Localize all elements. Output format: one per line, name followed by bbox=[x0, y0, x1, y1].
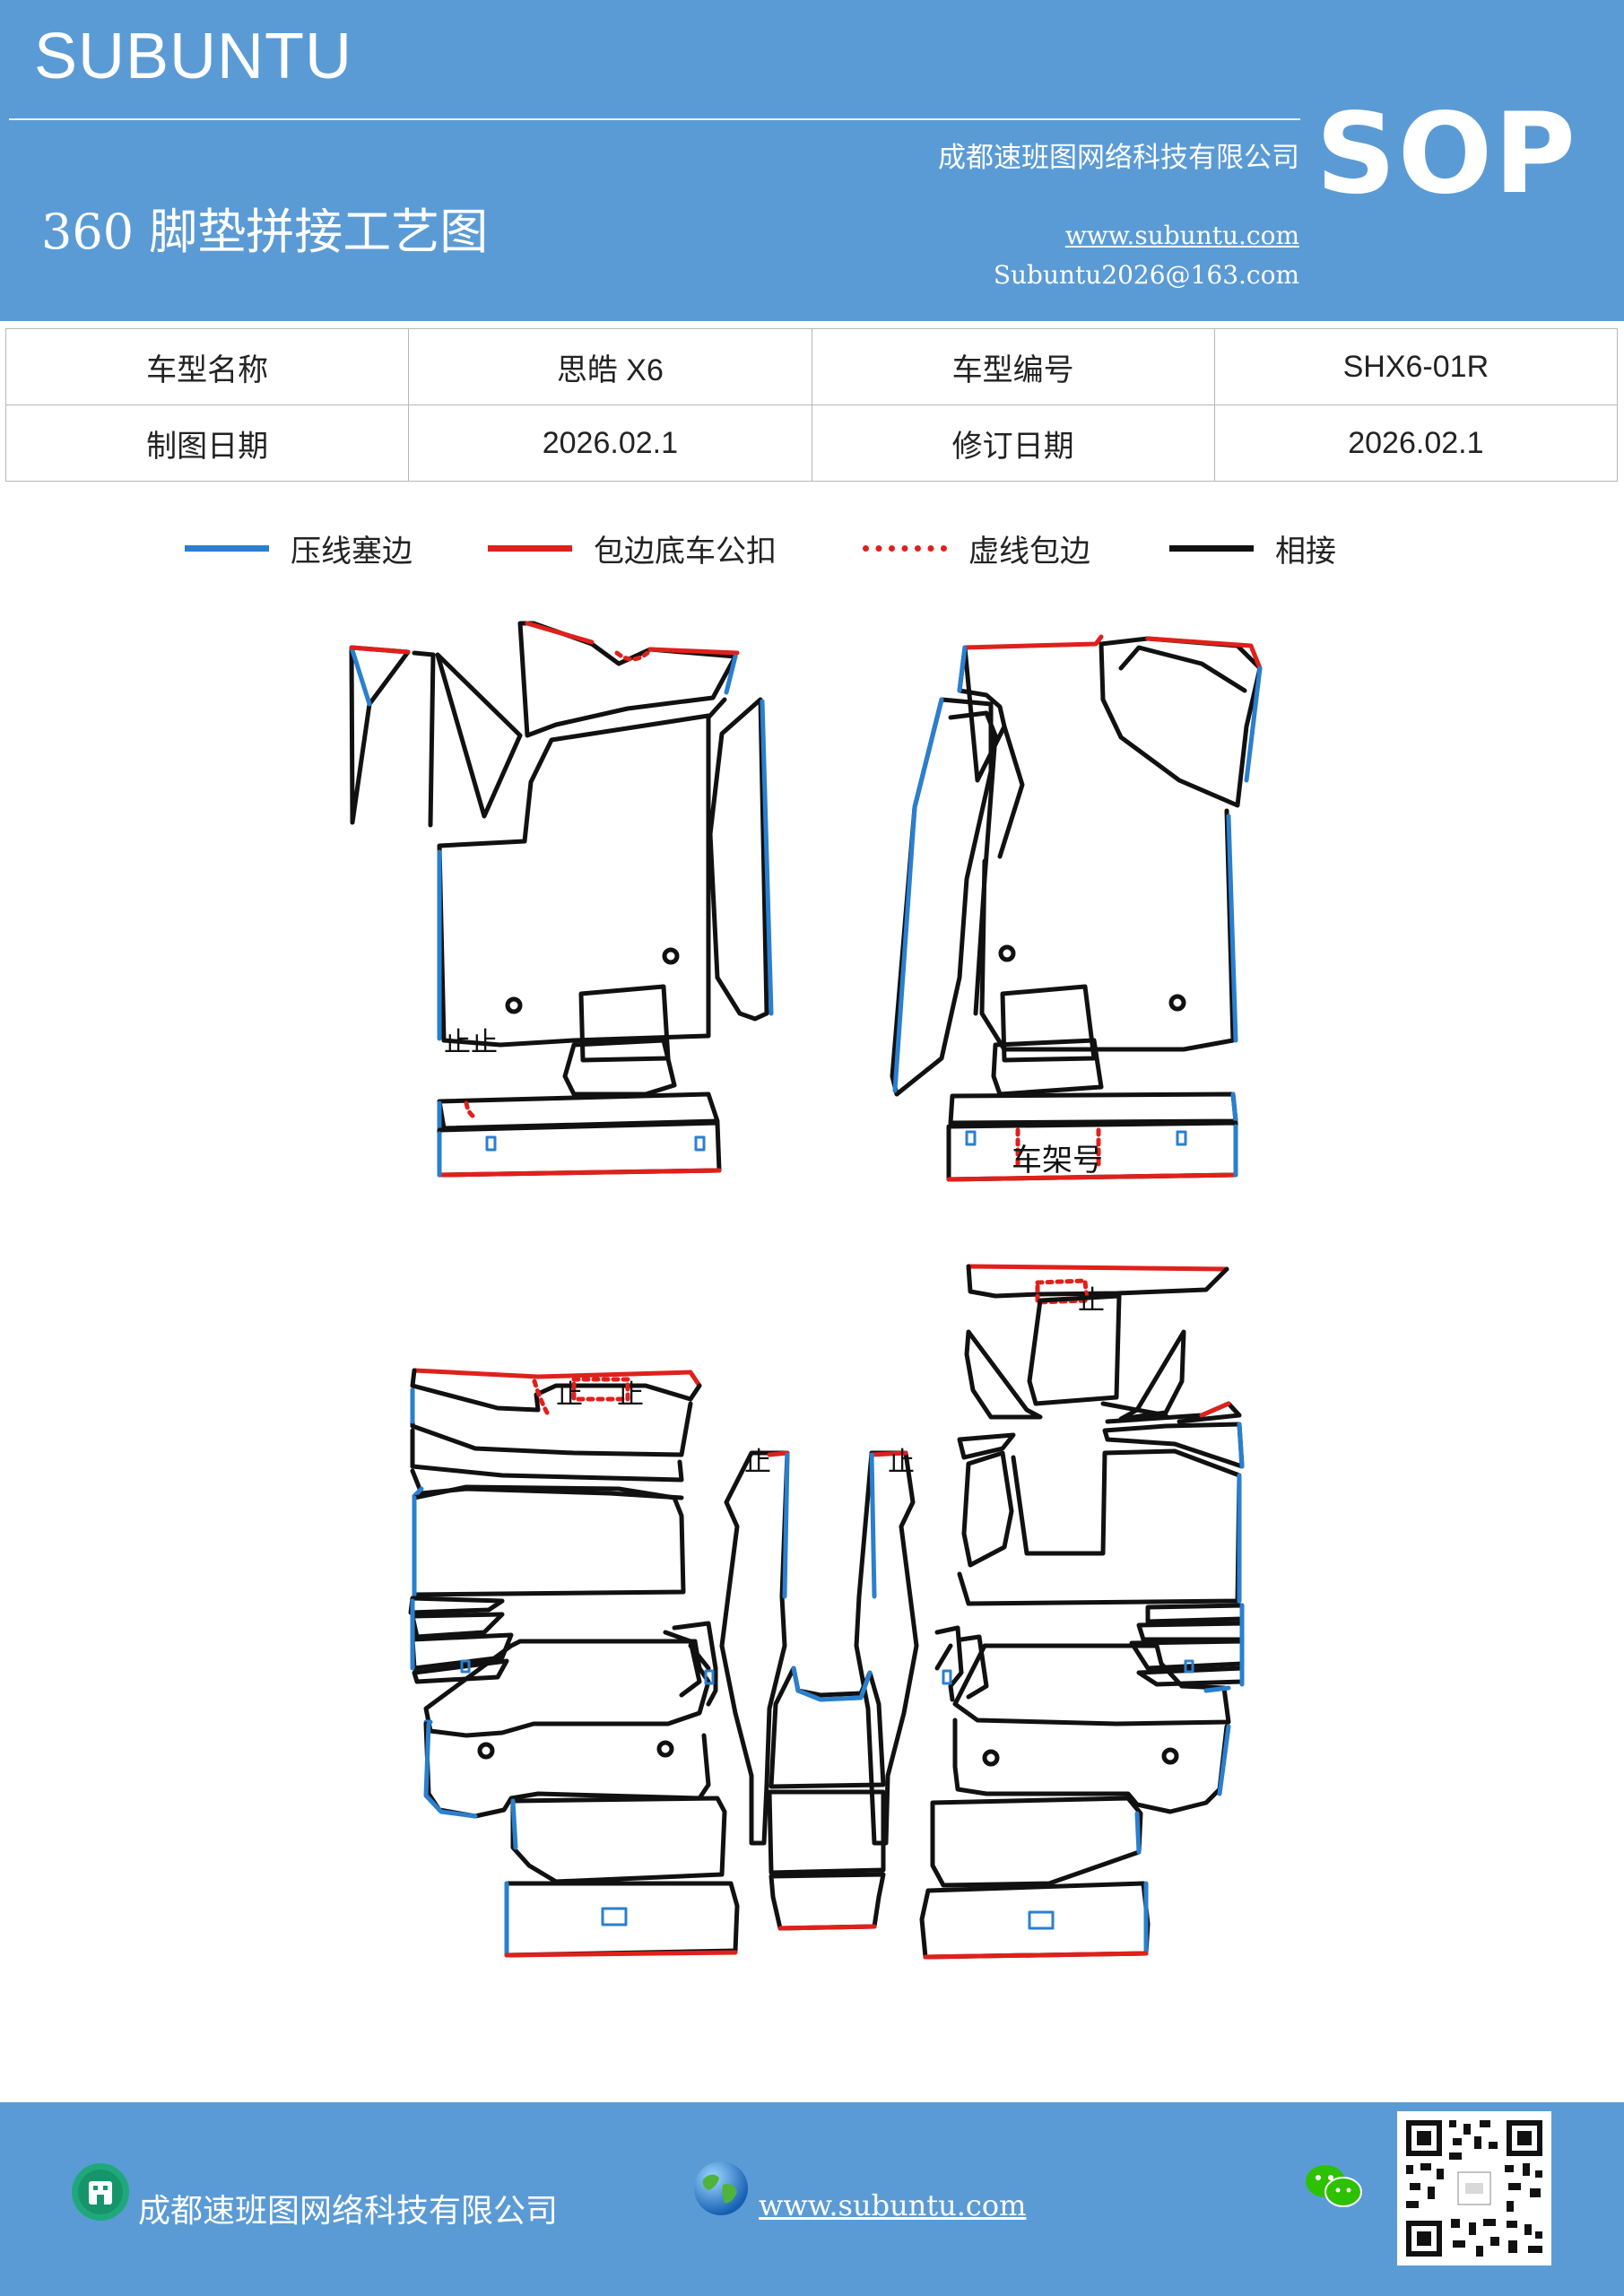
legend-swatch-red bbox=[488, 544, 572, 552]
vehicle-code-label: 车型编号 bbox=[811, 328, 1215, 405]
legend-label: 包边底车公扣 bbox=[594, 533, 777, 570]
legend-label: 压线塞边 bbox=[291, 533, 413, 570]
front-left-mat: 止 止 bbox=[352, 621, 774, 1178]
stop-mark: 止 bbox=[471, 1027, 498, 1058]
header-banner: SUBUNTU SOP 成都速班图网络科技有限公司 360 脚垫拼接工艺图 ww… bbox=[0, 0, 1624, 321]
sop-badge: SOP bbox=[1316, 90, 1577, 219]
vehicle-name-value: 思皓 X6 bbox=[408, 328, 812, 405]
footer-website-link[interactable]: www.subuntu.com bbox=[759, 2188, 1027, 2222]
vehicle-code-value: SHX6-01R bbox=[1213, 328, 1619, 405]
legend-swatch-black bbox=[1169, 544, 1254, 552]
qr-code bbox=[1397, 2111, 1551, 2266]
table-row: 制图日期 2026.02.1 修订日期 2026.02.1 bbox=[4, 404, 1619, 482]
wechat-icon[interactable] bbox=[1302, 2160, 1365, 2213]
revision-date-value: 2026.02.1 bbox=[1213, 404, 1619, 482]
drawing-date-value: 2026.02.1 bbox=[408, 404, 812, 482]
legend-item-press-line: 压线塞边 bbox=[185, 526, 413, 570]
front-right-mat: 车架号 bbox=[890, 634, 1263, 1182]
legend-swatch-blue bbox=[185, 544, 269, 552]
vehicle-info-table: 车型名称 思皓 X6 车型编号 SHX6-01R 制图日期 2026.02.1 … bbox=[4, 328, 1619, 482]
rear-right-mat: 止 bbox=[919, 1264, 1245, 1960]
table-row: 车型名称 思皓 X6 车型编号 SHX6-01R bbox=[4, 328, 1619, 405]
legend-item-joined: 相接 bbox=[1169, 526, 1336, 570]
footer-company-name: 成都速班图网络科技有限公司 bbox=[138, 2193, 559, 2230]
brand-logo-text: SUBUNTU bbox=[34, 21, 353, 92]
vehicle-name-label: 车型名称 bbox=[4, 328, 410, 405]
stop-mark: 止 bbox=[617, 1379, 644, 1411]
frame-number-label: 车架号 bbox=[1012, 1143, 1103, 1178]
header-divider bbox=[9, 118, 1300, 120]
stop-mark: 止 bbox=[556, 1379, 583, 1411]
document-title: 360 脚垫拼接工艺图 bbox=[41, 204, 489, 260]
header-website-link[interactable]: www.subuntu.com bbox=[1064, 221, 1299, 250]
revision-date-label: 修订日期 bbox=[811, 404, 1215, 482]
legend-swatch-red-dotted bbox=[863, 544, 947, 552]
rear-left-mat: 止 止 bbox=[408, 1368, 740, 1958]
header-company-name: 成都速班图网络科技有限公司 bbox=[938, 142, 1299, 174]
header-email: Subuntu2026@163.com bbox=[993, 260, 1299, 290]
building-icon bbox=[72, 2163, 129, 2221]
stop-mark: 止 bbox=[888, 1447, 915, 1478]
legend-label: 相接 bbox=[1275, 533, 1336, 570]
legend-item-dotted-edge: 虚线包边 bbox=[863, 526, 1090, 570]
legend-item-edge-buckle: 包边底车公扣 bbox=[488, 526, 777, 570]
stop-mark: 止 bbox=[744, 1447, 771, 1478]
drawing-date-label: 制图日期 bbox=[4, 404, 410, 482]
legend-label: 虚线包边 bbox=[968, 533, 1090, 570]
rear-center-mats: 止 止 bbox=[719, 1447, 919, 1931]
stop-mark: 止 bbox=[444, 1027, 471, 1058]
stop-mark: 止 bbox=[1078, 1285, 1105, 1317]
floor-mat-diagram: 止 止 bbox=[0, 621, 1263, 1960]
globe-icon bbox=[694, 2161, 748, 2215]
footer-banner: 成都速班图网络科技有限公司 www.subuntu.com bbox=[0, 2102, 1624, 2296]
line-legend: 压线塞边 包边底车公扣 虚线包边 相接 bbox=[0, 517, 1624, 579]
